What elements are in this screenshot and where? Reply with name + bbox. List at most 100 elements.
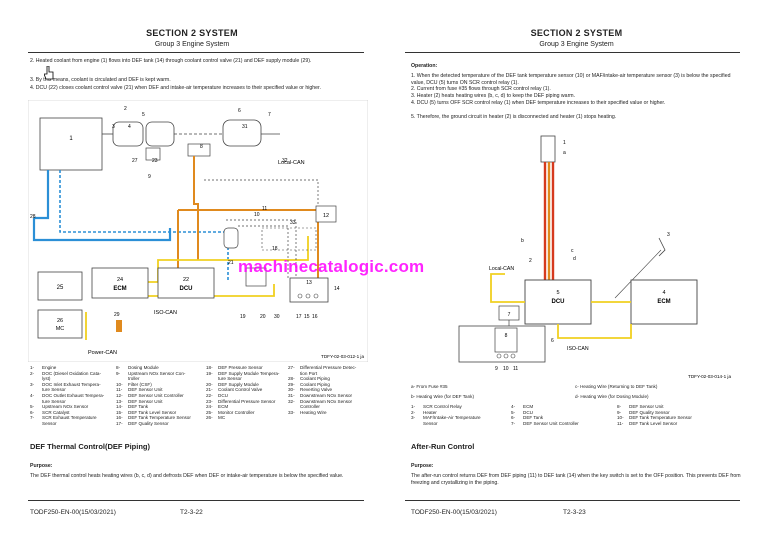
coolant-line-return <box>59 170 229 280</box>
legend-text: ture Sensor <box>42 387 66 393</box>
legend-item: 12-DEF Sensor Unit Controller <box>116 393 191 399</box>
legend-number: 29- <box>288 381 295 387</box>
legend-text: Coolant Piping <box>300 381 330 387</box>
legend-item: 2-Heater <box>411 410 481 416</box>
legend-item: ture Sensor <box>30 387 104 393</box>
legend-number: 31- <box>288 392 295 398</box>
legend-text: DEF Tank Temperature Sensor <box>629 415 692 421</box>
purpose-label: Purpose: <box>411 463 434 469</box>
legend-item: 30-Reverting Valve <box>288 387 356 393</box>
legend-text: DEF Supply Module Tempera- <box>218 370 280 376</box>
svg-text:7: 7 <box>508 312 511 318</box>
legend-text: Dosing Module <box>128 365 159 370</box>
legend-text: Heating Wire <box>300 409 327 415</box>
def-sensor-unit-box <box>494 327 518 353</box>
def-piping-diagram: 1 12 13 24 <box>28 100 368 362</box>
svg-text:12: 12 <box>323 213 329 219</box>
legend-text: DOC (Diesel Oxidation Cata- <box>42 370 101 376</box>
watermark: machinecatalogic.com <box>238 257 425 276</box>
legend-number: 16- <box>116 415 123 421</box>
legend-number: 3- <box>30 381 35 387</box>
legend-item: 33-Heating Wire <box>288 410 356 416</box>
item-3: 3. By this means, coolant is circulated … <box>30 77 171 83</box>
legend-number: 9- <box>617 409 622 415</box>
svg-text:20: 20 <box>260 314 266 320</box>
legend-item: 3-DOC Inlet Exhaust Tempera- <box>30 382 104 388</box>
mc-box <box>37 309 83 339</box>
legend-number: 8- <box>116 365 121 370</box>
legend-item: 29- Coolant Piping <box>288 382 356 388</box>
legend-number: 9- <box>116 370 121 376</box>
legend-number: 6- <box>30 409 35 415</box>
legend-item: 28-Coolant Piping <box>288 376 356 382</box>
svg-text:9: 9 <box>148 174 151 180</box>
after-run-diagram: 5 DCU 4 ECM 7 8 Local-CAN ISO-CAN 1 a b … <box>458 135 731 379</box>
legend-text: DEF Tank Temperature Sensor <box>128 415 191 421</box>
scr-box <box>222 119 262 147</box>
legend-text: DEF Quality Sensor <box>128 420 169 426</box>
section-heading: DEF Thermal Control(DEF Piping) <box>30 442 150 451</box>
svg-text:18: 18 <box>272 246 278 252</box>
legend-number: 1- <box>411 404 416 409</box>
legend-text: DEF Sensor Unit <box>128 387 163 393</box>
legend-item: 24-ECM <box>206 404 279 410</box>
svg-text:21: 21 <box>228 260 234 266</box>
legend-number: 12- <box>116 392 123 398</box>
dosing-module-box <box>187 143 211 157</box>
legend-number: 6- <box>511 415 516 421</box>
footer-rule <box>405 500 740 501</box>
svg-text:24: 24 <box>117 277 123 283</box>
legend-item: Controller <box>288 404 356 410</box>
legend-text: ECM <box>218 404 229 410</box>
legend-number: 32- <box>288 398 295 404</box>
legend-number: 30- <box>288 387 295 393</box>
svg-text:8: 8 <box>505 333 508 339</box>
legend-text: Upstream NOx Sensor Con- <box>128 370 186 376</box>
legend-text: Differential Pressure Detec- <box>300 365 357 370</box>
svg-text:d: d <box>573 256 576 262</box>
legend-number: 21- <box>206 387 213 393</box>
legend-text: Differential Pressure Sensor <box>218 398 276 404</box>
legend-text: troller <box>128 376 140 382</box>
legend-text: DEF Pressure Sensor <box>218 365 263 370</box>
legend-item: 4-DOC Outlet Exhaust Tempera- <box>30 393 104 399</box>
legend-item: 10-Filter (CSF) <box>116 382 191 388</box>
legend-text: Monitor Controller <box>218 409 255 415</box>
scr-control-relay-box <box>540 135 556 163</box>
svg-text:4: 4 <box>662 290 665 296</box>
iso-can-line <box>557 324 632 339</box>
right-page: SECTION 2 SYSTEM Group 3 Engine System O… <box>385 0 768 539</box>
op-item-2: 2. Current from fuse #35 flows through S… <box>411 86 551 92</box>
legend-item: 22-DCU <box>206 393 279 399</box>
local-can-label: Local-CAN <box>278 160 305 166</box>
legend-text: DEF Quality Sensor <box>629 409 670 415</box>
legend-item: 7-DEF Sensor Unit Controller <box>511 421 579 427</box>
svg-text:2: 2 <box>124 106 127 112</box>
svg-text:11: 11 <box>262 206 267 212</box>
legend-number: 4- <box>511 404 516 409</box>
svg-text:19: 19 <box>240 314 246 320</box>
svg-text:3: 3 <box>667 232 670 238</box>
op-item-3: 3. Heater (2) heats heating wires (b, c,… <box>411 93 576 99</box>
figure-id: TDFY-02-03-014-1 ja <box>688 374 731 379</box>
legend-item: 5-Upstream NOx Sensor <box>30 404 104 410</box>
legend-item: 13-DEF Sensor Unit <box>116 399 191 405</box>
svg-text:ECM: ECM <box>657 299 670 305</box>
svg-text:DCU: DCU <box>552 299 565 305</box>
svg-text:MC: MC <box>56 326 65 332</box>
svg-text:9: 9 <box>495 366 498 372</box>
svg-text:4: 4 <box>128 124 131 130</box>
legend-text: DOC Outlet Exhaust Tempera- <box>42 392 105 398</box>
engine-box <box>39 117 103 171</box>
legend-item: 1-SCR Control Relay <box>411 404 481 410</box>
svg-text:7: 7 <box>268 112 271 118</box>
legend-item: 27-Differential Pressure Detec- <box>288 365 356 371</box>
svg-text:a: a <box>563 150 566 156</box>
svg-text:c: c <box>571 248 574 254</box>
legend-number: 18- <box>206 365 213 370</box>
legend-item: 23-Differential Pressure Sensor <box>206 399 279 405</box>
svg-text:5: 5 <box>556 290 559 296</box>
legend-item: 1-Engine <box>30 365 104 371</box>
iso-can-label: ISO-CAN <box>154 310 177 316</box>
